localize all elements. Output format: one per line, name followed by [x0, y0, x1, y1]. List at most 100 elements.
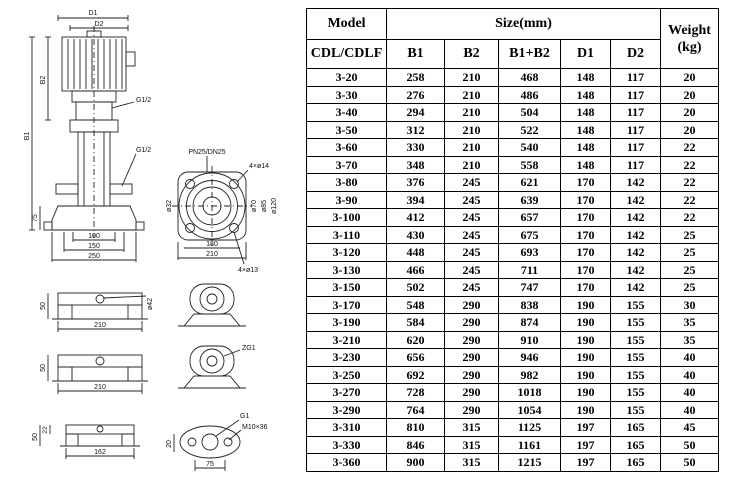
value-cell: 312 [386, 120, 445, 139]
model-cell: 3-250 [306, 365, 387, 384]
value-cell: 846 [386, 435, 445, 454]
col-header-d2: D2 [610, 39, 661, 69]
value-cell: 245 [444, 260, 499, 279]
model-cell: 3-210 [306, 330, 387, 349]
value-cell: 290 [444, 313, 499, 332]
value-cell: 692 [386, 365, 445, 384]
value-cell: 20 [660, 68, 719, 87]
value-cell: 290 [444, 295, 499, 314]
bolt-holes-label-14: 4×ø14 [249, 163, 269, 170]
value-cell: 258 [386, 68, 445, 87]
value-cell: 142 [610, 260, 661, 279]
port-label-g1: G1 [240, 413, 249, 420]
value-cell: 142 [610, 243, 661, 262]
dim-label-250: 250 [88, 253, 100, 260]
value-cell: 155 [610, 383, 661, 402]
value-cell: 210 [444, 103, 499, 122]
value-cell: 197 [560, 418, 611, 437]
port-label-g12-mid: G1/2 [136, 147, 151, 154]
model-cell: 3-60 [306, 138, 387, 157]
value-cell: 117 [610, 103, 661, 122]
value-cell: 197 [560, 453, 611, 472]
dimension-table: Model Size(mm) Weight (kg) CDL/CDLF B1 B… [306, 8, 719, 472]
dim-label-150: 150 [88, 243, 100, 250]
model-cell: 3-120 [306, 243, 387, 262]
value-cell: 30 [660, 295, 719, 314]
value-cell: 25 [660, 243, 719, 262]
value-cell: 50 [660, 453, 719, 472]
value-cell: 290 [444, 400, 499, 419]
model-cell: 3-30 [306, 85, 387, 104]
value-cell: 190 [560, 383, 611, 402]
value-cell: 165 [610, 435, 661, 454]
value-cell: 900 [386, 453, 445, 472]
model-cell: 3-100 [306, 208, 387, 227]
value-cell: 348 [386, 155, 445, 174]
value-cell: 190 [560, 295, 611, 314]
value-cell: 142 [610, 208, 661, 227]
model-cell: 3-70 [306, 155, 387, 174]
value-cell: 330 [386, 138, 445, 157]
model-cell: 3-290 [306, 400, 387, 419]
value-cell: 747 [498, 278, 561, 297]
value-cell: 584 [386, 313, 445, 332]
value-cell: 155 [610, 330, 661, 349]
value-cell: 155 [610, 400, 661, 419]
value-cell: 40 [660, 383, 719, 402]
value-cell: 315 [444, 418, 499, 437]
value-cell: 35 [660, 330, 719, 349]
model-cell: 3-40 [306, 103, 387, 122]
value-cell: 315 [444, 453, 499, 472]
dim-label-b2: B2 [40, 76, 47, 85]
dim-label-210-flange: 210 [206, 251, 218, 258]
value-cell: 148 [560, 85, 611, 104]
bracket-view-1 [178, 283, 246, 327]
value-cell: 22 [660, 155, 719, 174]
value-cell: 117 [610, 155, 661, 174]
value-cell: 35 [660, 313, 719, 332]
value-cell: 25 [660, 278, 719, 297]
value-cell: 142 [610, 173, 661, 192]
value-cell: 40 [660, 400, 719, 419]
value-cell: 22 [660, 173, 719, 192]
value-cell: 148 [560, 155, 611, 174]
value-cell: 276 [386, 85, 445, 104]
value-cell: 982 [498, 365, 561, 384]
dim-label-dia42: ø42 [147, 298, 154, 310]
value-cell: 1018 [498, 383, 561, 402]
value-cell: 165 [610, 453, 661, 472]
value-cell: 165 [610, 418, 661, 437]
value-cell: 170 [560, 190, 611, 209]
value-cell: 656 [386, 348, 445, 367]
value-cell: 522 [498, 120, 561, 139]
value-cell: 1161 [498, 435, 561, 454]
value-cell: 142 [610, 225, 661, 244]
bracket-view-2 [178, 345, 246, 389]
value-cell: 142 [610, 278, 661, 297]
model-cell: 3-80 [306, 173, 387, 192]
value-cell: 315 [444, 435, 499, 454]
value-cell: 190 [560, 348, 611, 367]
value-cell: 245 [444, 225, 499, 244]
value-cell: 412 [386, 208, 445, 227]
weight-unit-label: (kg) [677, 39, 702, 55]
model-cell: 3-360 [306, 453, 387, 472]
value-cell: 245 [444, 243, 499, 262]
value-cell: 210 [444, 155, 499, 174]
value-cell: 117 [610, 138, 661, 157]
value-cell: 148 [560, 138, 611, 157]
value-cell: 639 [498, 190, 561, 209]
pump-front-view [29, 15, 145, 262]
dim-label-100: 100 [88, 233, 100, 240]
model-cell: 3-150 [306, 278, 387, 297]
dim-label-d2: D2 [95, 21, 104, 28]
